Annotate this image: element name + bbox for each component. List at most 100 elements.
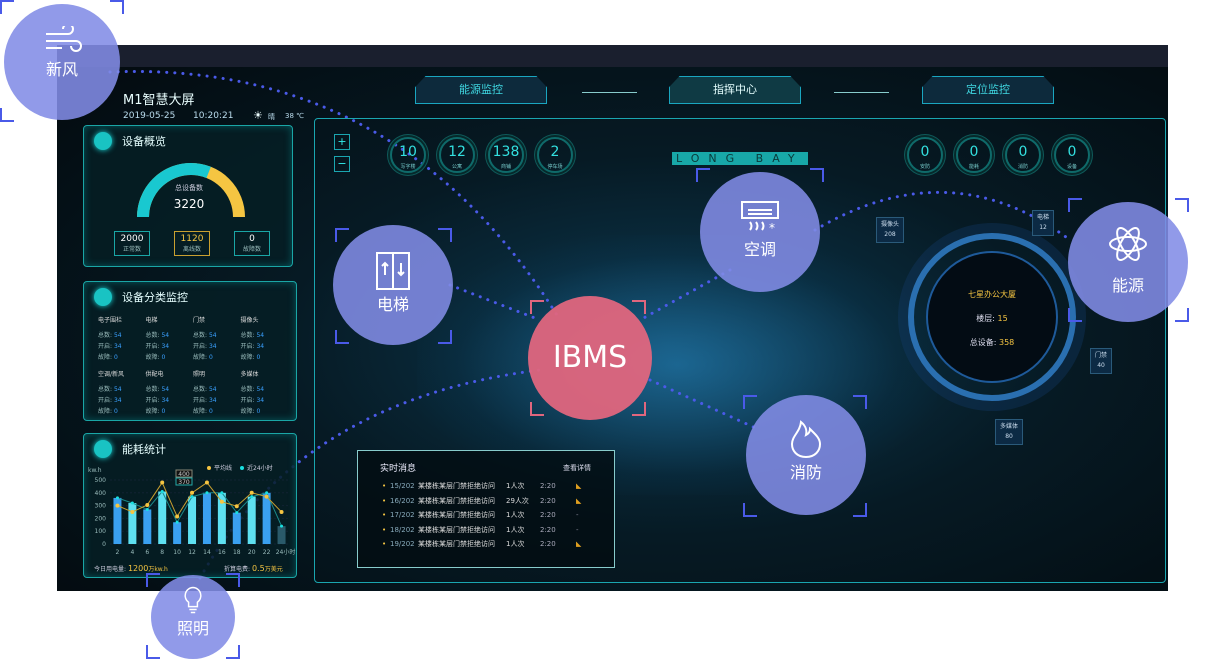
bubble-elevator[interactable]: 电梯 bbox=[333, 225, 453, 345]
bubble-energy[interactable]: 能源 bbox=[1068, 202, 1188, 322]
avg-point bbox=[249, 490, 254, 495]
category-item[interactable]: 供配电 总数: 54 开启: 34 故障: 0 bbox=[146, 369, 194, 417]
building-name: 七星办公大厦 bbox=[968, 290, 1016, 299]
x-tick: 20 bbox=[248, 549, 256, 556]
bracket bbox=[853, 395, 867, 409]
category-item[interactable]: 电子围栏 总数: 54 开启: 34 故障: 0 bbox=[98, 315, 146, 363]
bar-point bbox=[205, 491, 209, 495]
arrow-left-icon bbox=[834, 92, 889, 93]
bar-point bbox=[250, 495, 254, 499]
bubble-air-conditioning[interactable]: * 空调 bbox=[700, 172, 820, 292]
avg-point bbox=[160, 480, 165, 485]
bracket bbox=[1068, 198, 1082, 212]
category-item[interactable]: 摄像头 总数: 54 开启: 34 故障: 0 bbox=[241, 315, 289, 363]
camera-icon[interactable]: ◣ bbox=[576, 482, 582, 491]
nav-energy-monitor[interactable]: 能源监控 bbox=[415, 76, 547, 104]
atom-icon bbox=[1109, 227, 1147, 261]
avg-point bbox=[115, 503, 120, 508]
bracket bbox=[335, 228, 349, 242]
no-action: - bbox=[576, 511, 579, 520]
category-item[interactable]: 照明 总数: 54 开启: 34 故障: 0 bbox=[193, 369, 241, 417]
bar-point bbox=[235, 511, 239, 515]
avg-point bbox=[175, 514, 180, 519]
nav-command-center[interactable]: 指挥中心 bbox=[669, 76, 801, 104]
bar-point bbox=[190, 495, 194, 499]
category-name: 摄像头 bbox=[240, 317, 259, 324]
zoom-in-button[interactable]: + bbox=[334, 134, 350, 150]
y-tick: 0 bbox=[102, 541, 106, 548]
category-item[interactable]: 多媒体 总数: 54 开启: 34 故障: 0 bbox=[241, 369, 289, 417]
camera-icon[interactable]: ◣ bbox=[576, 496, 582, 505]
ibms-hub[interactable]: IBMS bbox=[528, 296, 652, 420]
map-frame bbox=[314, 118, 1166, 583]
panel-title: 设备概览 bbox=[122, 135, 166, 148]
nav-location-monitor[interactable]: 定位监控 bbox=[922, 76, 1054, 104]
zoom-out-button[interactable]: − bbox=[334, 156, 350, 172]
bracket bbox=[438, 330, 452, 344]
bubble-lighting[interactable]: 照明 bbox=[151, 575, 235, 659]
gauge-value: 3220 bbox=[173, 197, 205, 211]
bar bbox=[202, 492, 211, 544]
gauge-label: 总设备数 bbox=[175, 184, 203, 192]
connector-xinfeng bbox=[108, 69, 562, 322]
camera-icon[interactable]: ◣ bbox=[576, 540, 582, 549]
category-name: 门禁 bbox=[193, 317, 206, 324]
category-name: 空调/新风 bbox=[98, 371, 125, 378]
bubble-fire[interactable]: 消防 bbox=[746, 395, 866, 515]
bullet: • bbox=[382, 525, 387, 534]
panel-icon bbox=[94, 132, 112, 150]
avg-point bbox=[219, 499, 224, 504]
x-tick: 10 bbox=[173, 549, 181, 556]
bracket bbox=[696, 168, 710, 182]
bubble-fresh-air[interactable]: 新风 bbox=[4, 4, 120, 120]
category-item[interactable]: 空调/新风 总数: 54 开启: 34 故障: 0 bbox=[98, 369, 146, 417]
bracket bbox=[438, 228, 452, 242]
category-name: 多媒体 bbox=[240, 371, 259, 378]
bracket bbox=[530, 402, 544, 416]
series-line-24h bbox=[117, 490, 282, 527]
tooltip-box bbox=[175, 469, 193, 478]
bracket bbox=[1175, 308, 1189, 322]
bar bbox=[262, 492, 271, 544]
view-details-link[interactable]: 查看详情 bbox=[563, 464, 591, 472]
bracket bbox=[530, 300, 544, 314]
tooltip: 370 bbox=[178, 479, 190, 486]
svg-text:*: * bbox=[769, 221, 775, 235]
bracket bbox=[146, 645, 160, 659]
connector-dianti bbox=[448, 283, 542, 322]
bracket bbox=[146, 573, 160, 587]
temperature: 38 ℃ bbox=[285, 112, 304, 120]
category-item[interactable]: 电梯 总数: 54 开启: 34 故障: 0 bbox=[146, 315, 194, 363]
y-tick: 400 bbox=[95, 490, 107, 497]
category-item[interactable]: 门禁 总数: 54 开启: 34 故障: 0 bbox=[193, 315, 241, 363]
y-tick: 300 bbox=[95, 503, 107, 510]
legend-avg: 平均线 bbox=[214, 464, 232, 472]
avg-point bbox=[264, 494, 269, 499]
panel-icon bbox=[94, 288, 112, 306]
bracket bbox=[743, 395, 757, 409]
bracket bbox=[743, 503, 757, 517]
